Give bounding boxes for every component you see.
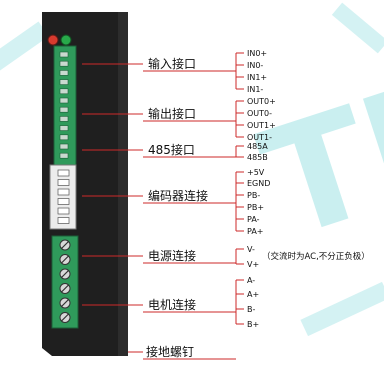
pin-label: PA+ — [247, 227, 264, 236]
pin-labels: IN0+ IN0- IN1+ IN1- OUT0+ OUT0- OUT1+ OUT1-485A… — [247, 49, 370, 329]
pin-label: B- — [247, 305, 255, 314]
group-note: （交流时为AC,不分正负极） — [262, 251, 370, 262]
encoder-pin-slot — [57, 207, 70, 215]
encoder-pin-slot — [57, 198, 70, 205]
encoder-pin-slot — [57, 217, 70, 224]
encoder-connector-slots — [57, 169, 70, 224]
terminal-slot — [59, 70, 69, 76]
group-label: 接地螺钉 — [146, 344, 194, 359]
group-label: 电源连接 — [148, 248, 196, 263]
terminal-slot — [59, 60, 69, 67]
terminal-slot — [59, 88, 69, 95]
terminal-slot — [59, 152, 69, 159]
pin-label: B+ — [247, 320, 259, 329]
group-label: 编码器连接 — [148, 188, 208, 203]
screw-slot-line — [61, 255, 69, 264]
leader-lines — [82, 52, 244, 360]
pin-label: OUT0- — [247, 109, 272, 118]
pin-label: PA- — [247, 215, 260, 224]
driver-housing — [42, 12, 128, 356]
encoder-pin-slot — [57, 179, 70, 186]
pin-label: V- — [247, 245, 255, 254]
signal-terminal-slots — [59, 51, 69, 159]
pin-label: EGND — [247, 179, 270, 188]
pin-label: OUT0+ — [247, 97, 276, 106]
group-label: 485接口 — [148, 142, 195, 157]
terminal-slot — [59, 143, 69, 150]
encoder-pin-slot — [57, 169, 70, 177]
pin-label: IN0- — [247, 61, 263, 70]
screw-terminal-group — [59, 239, 71, 323]
group-label: 输入接口 — [148, 56, 196, 71]
pin-label: OUT1- — [247, 133, 272, 142]
terminal-slot — [59, 106, 69, 113]
terminal-slot — [59, 125, 69, 131]
terminal-slot — [59, 134, 69, 141]
pin-label: IN0+ — [247, 49, 267, 58]
terminal-slot — [59, 51, 69, 58]
group-label: 电机连接 — [148, 297, 196, 312]
pin-label: A+ — [247, 290, 259, 299]
pin-label: IN1+ — [247, 73, 267, 82]
screw-slot-line — [61, 284, 69, 293]
watermark-strokes — [0, 2, 384, 337]
screw-slot-line — [61, 270, 69, 278]
screw-slot-line — [61, 241, 69, 249]
terminal-slot — [59, 116, 69, 122]
group-label: 输出接口 — [148, 106, 196, 121]
green-led-icon — [60, 34, 72, 46]
encoder-pin-slot — [57, 188, 70, 196]
pin-label: 485B — [247, 153, 268, 162]
terminal-slot — [59, 97, 69, 104]
pin-label: 485A — [247, 142, 268, 151]
red-led-icon — [47, 34, 59, 46]
pin-label: OUT1+ — [247, 121, 276, 130]
pin-label: V+ — [247, 260, 259, 269]
pin-label: IN1- — [247, 85, 263, 94]
terminal-slot — [59, 79, 69, 85]
pin-label: A- — [247, 276, 255, 285]
pin-label: +5V — [247, 168, 265, 177]
screw-slot-line — [61, 299, 69, 307]
pin-label: PB- — [247, 191, 260, 200]
pin-label: PB+ — [247, 203, 264, 212]
screw-slot-line — [61, 313, 69, 322]
housing-highlight — [118, 12, 128, 356]
